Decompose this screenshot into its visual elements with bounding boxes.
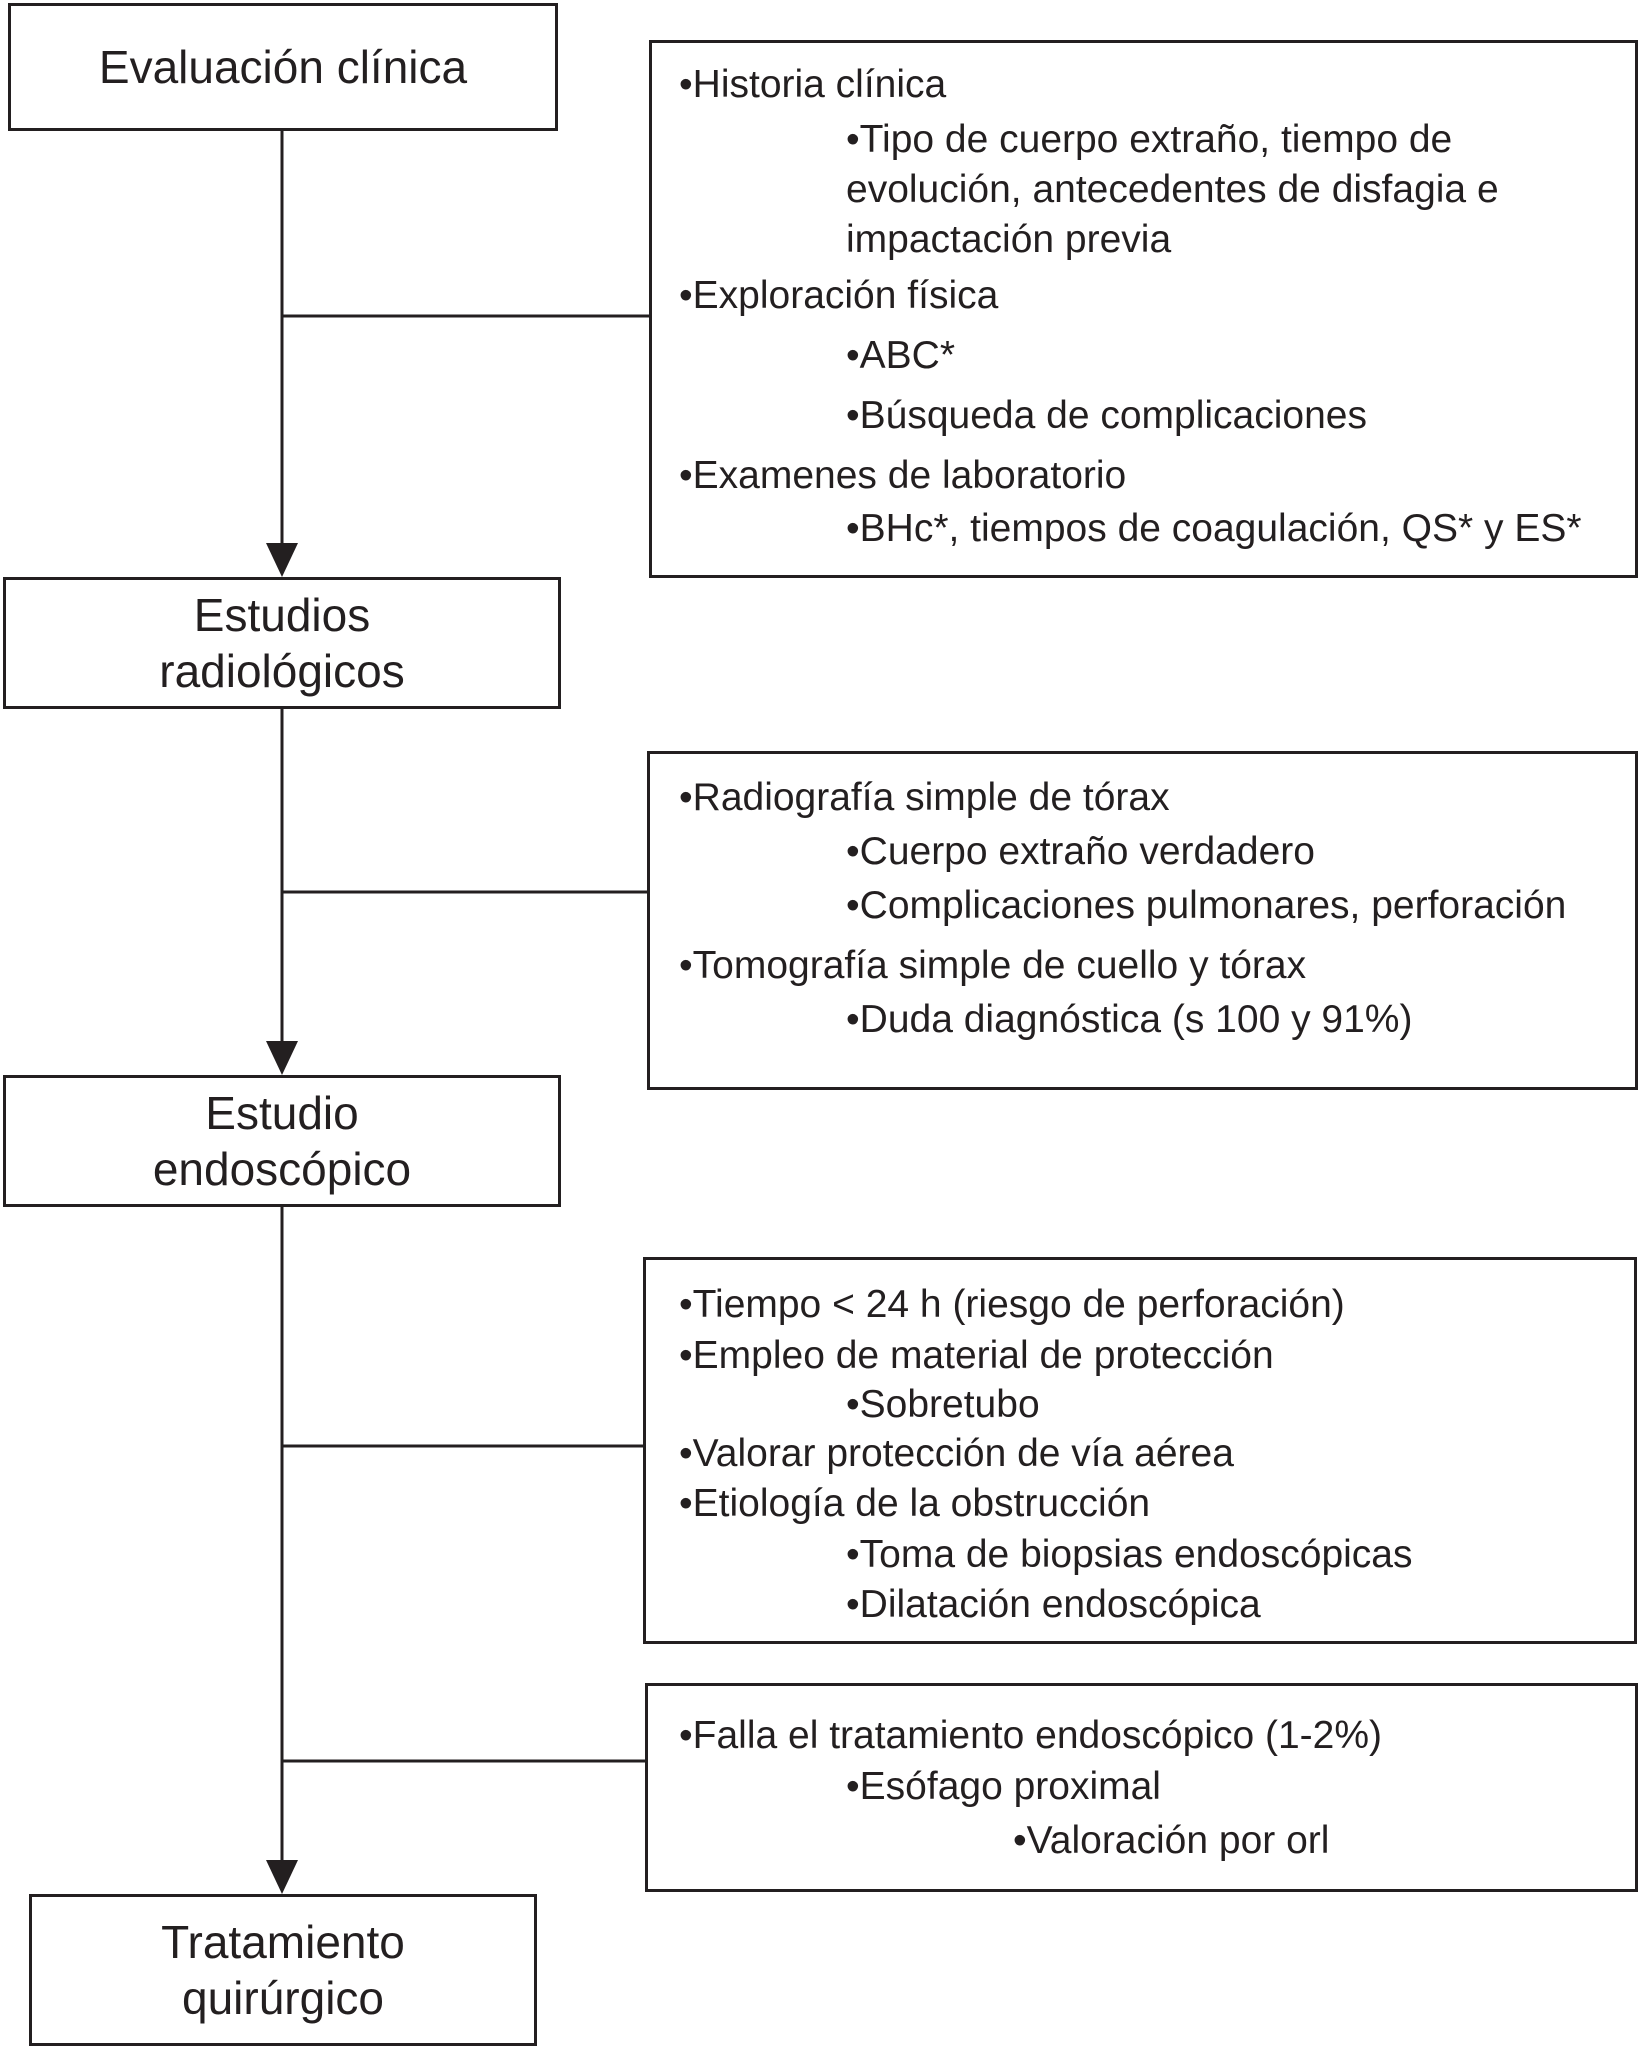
arrow-head-2 <box>266 1041 298 1075</box>
detail-item: •Radiografía simple de tórax <box>679 776 1170 819</box>
detail-box-evaluacion: •Historia clínica •Tipo de cuerpo extrañ… <box>649 40 1638 578</box>
stage-label: Estudio <box>205 1087 359 1139</box>
detail-item: •Empleo de material de protección <box>679 1334 1274 1377</box>
detail-item: •Falla el tratamiento endoscópico (1-2%) <box>679 1714 1382 1757</box>
stage-box-endoscopico: Estudio endoscópico <box>3 1075 561 1207</box>
stage-label: Tratamiento <box>161 1916 405 1968</box>
stage-box-evaluacion: Evaluación clínica <box>8 3 558 131</box>
detail-item: •Historia clínica <box>679 63 947 106</box>
detail-subsubitem: •Valoración por orl <box>1013 1819 1330 1862</box>
detail-box-quirurgico: •Falla el tratamiento endoscópico (1-2%)… <box>645 1683 1638 1892</box>
detail-item: •Etiología de la obstrucción <box>679 1482 1151 1525</box>
detail-subitem: •ABC* <box>846 334 956 377</box>
detail-subitem: •Dilatación endoscópica <box>846 1583 1261 1626</box>
detail-subitem: •Duda diagnóstica (s 100 y 91%) <box>846 998 1413 1041</box>
arrow-head-3 <box>266 1860 298 1894</box>
detail-subitem: •Sobretubo <box>846 1383 1040 1426</box>
stage-label: radiológicos <box>159 645 405 697</box>
stage-label: endoscópico <box>152 1143 412 1195</box>
stage-label: Evaluación clínica <box>98 41 468 93</box>
detail-item: •Examenes de laboratorio <box>679 454 1127 497</box>
stage-box-radiologicos: Estudios radiológicos <box>3 577 561 709</box>
detail-subitem: evolución, antecedentes de disfagia e <box>846 168 1499 211</box>
detail-item: •Tiempo < 24 h (riesgo de perforación) <box>679 1283 1345 1326</box>
detail-box-radiologicos: •Radiografía simple de tórax •Cuerpo ext… <box>647 751 1638 1090</box>
detail-item: •Tomografía simple de cuello y tórax <box>679 944 1307 987</box>
detail-subitem: •Toma de biopsias endoscópicas <box>846 1533 1413 1576</box>
detail-item: •Exploración física <box>679 274 999 317</box>
detail-subitem: •BHc*, tiempos de coagulación, QS* y ES* <box>846 507 1582 550</box>
stage-box-quirurgico: Tratamiento quirúrgico <box>29 1894 537 2046</box>
arrow-head-1 <box>266 543 298 577</box>
detail-subitem: •Búsqueda de complicaciones <box>846 394 1367 437</box>
stage-label: Estudios <box>193 589 371 641</box>
detail-subitem: •Cuerpo extraño verdadero <box>846 830 1315 873</box>
stage-label: quirúrgico <box>182 1972 384 2024</box>
detail-subitem: •Tipo de cuerpo extraño, tiempo de <box>846 118 1453 161</box>
detail-box-endoscopico: •Tiempo < 24 h (riesgo de perforación) •… <box>643 1257 1637 1644</box>
detail-item: •Valorar protección de vía aérea <box>679 1432 1234 1475</box>
detail-subitem: impactación previa <box>846 218 1172 261</box>
detail-subitem: •Esófago proximal <box>846 1765 1161 1808</box>
detail-subitem: •Complicaciones pulmonares, perforación <box>846 884 1567 927</box>
